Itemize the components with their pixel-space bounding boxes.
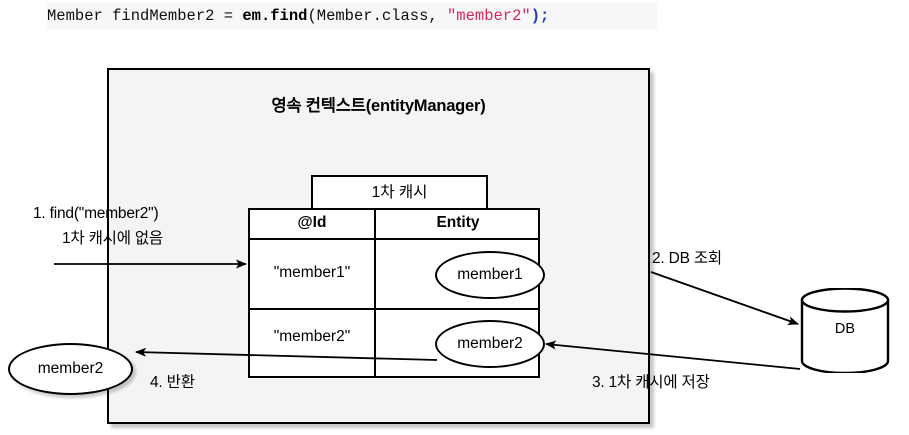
code-close-paren: )	[530, 7, 541, 25]
arrow-step-2	[650, 271, 799, 325]
persistence-context-title: 영속 컨텍스트(entityManager)	[271, 97, 486, 115]
database-label: DB	[834, 321, 856, 337]
table-header-entity: Entity	[436, 214, 480, 231]
code-plain-1: Member findMember2 =	[47, 7, 243, 25]
code-semicolon: ;	[540, 7, 550, 25]
code-string-literal: "member2"	[447, 7, 531, 25]
first-level-cache-tab: 1차 캐시	[311, 175, 488, 209]
step-1-label-line1: 1. find("member2")	[33, 205, 159, 222]
step-3-label: 3. 1차 캐시에 저장	[592, 374, 710, 391]
code-method-call: em.find	[242, 7, 308, 25]
table-row: "member1"	[250, 240, 538, 310]
step-4-label: 4. 반환	[150, 374, 195, 391]
entity-ellipse-member2-returned: member2	[8, 343, 133, 395]
entity-ellipse-member1: member1	[435, 251, 545, 299]
code-snippet: Member findMember2 = em.find(Member.clas…	[47, 2, 657, 30]
table-column-divider	[374, 210, 376, 376]
table-row: "member2"	[250, 310, 538, 376]
cell-id-member2: "member2"	[273, 328, 351, 345]
code-plain-2: (Member.class,	[307, 7, 447, 25]
table-header-row: @Id Entity	[250, 210, 538, 240]
step-1-label-line2: 1차 캐시에 없음	[62, 230, 163, 247]
table-header-id: @Id	[297, 214, 327, 231]
entity-ellipse-member2-cached: member2	[435, 320, 545, 368]
step-2-label: 2. DB 조회	[652, 250, 722, 267]
cell-id-member1: "member1"	[273, 264, 351, 281]
database-cylinder-icon	[800, 288, 890, 373]
